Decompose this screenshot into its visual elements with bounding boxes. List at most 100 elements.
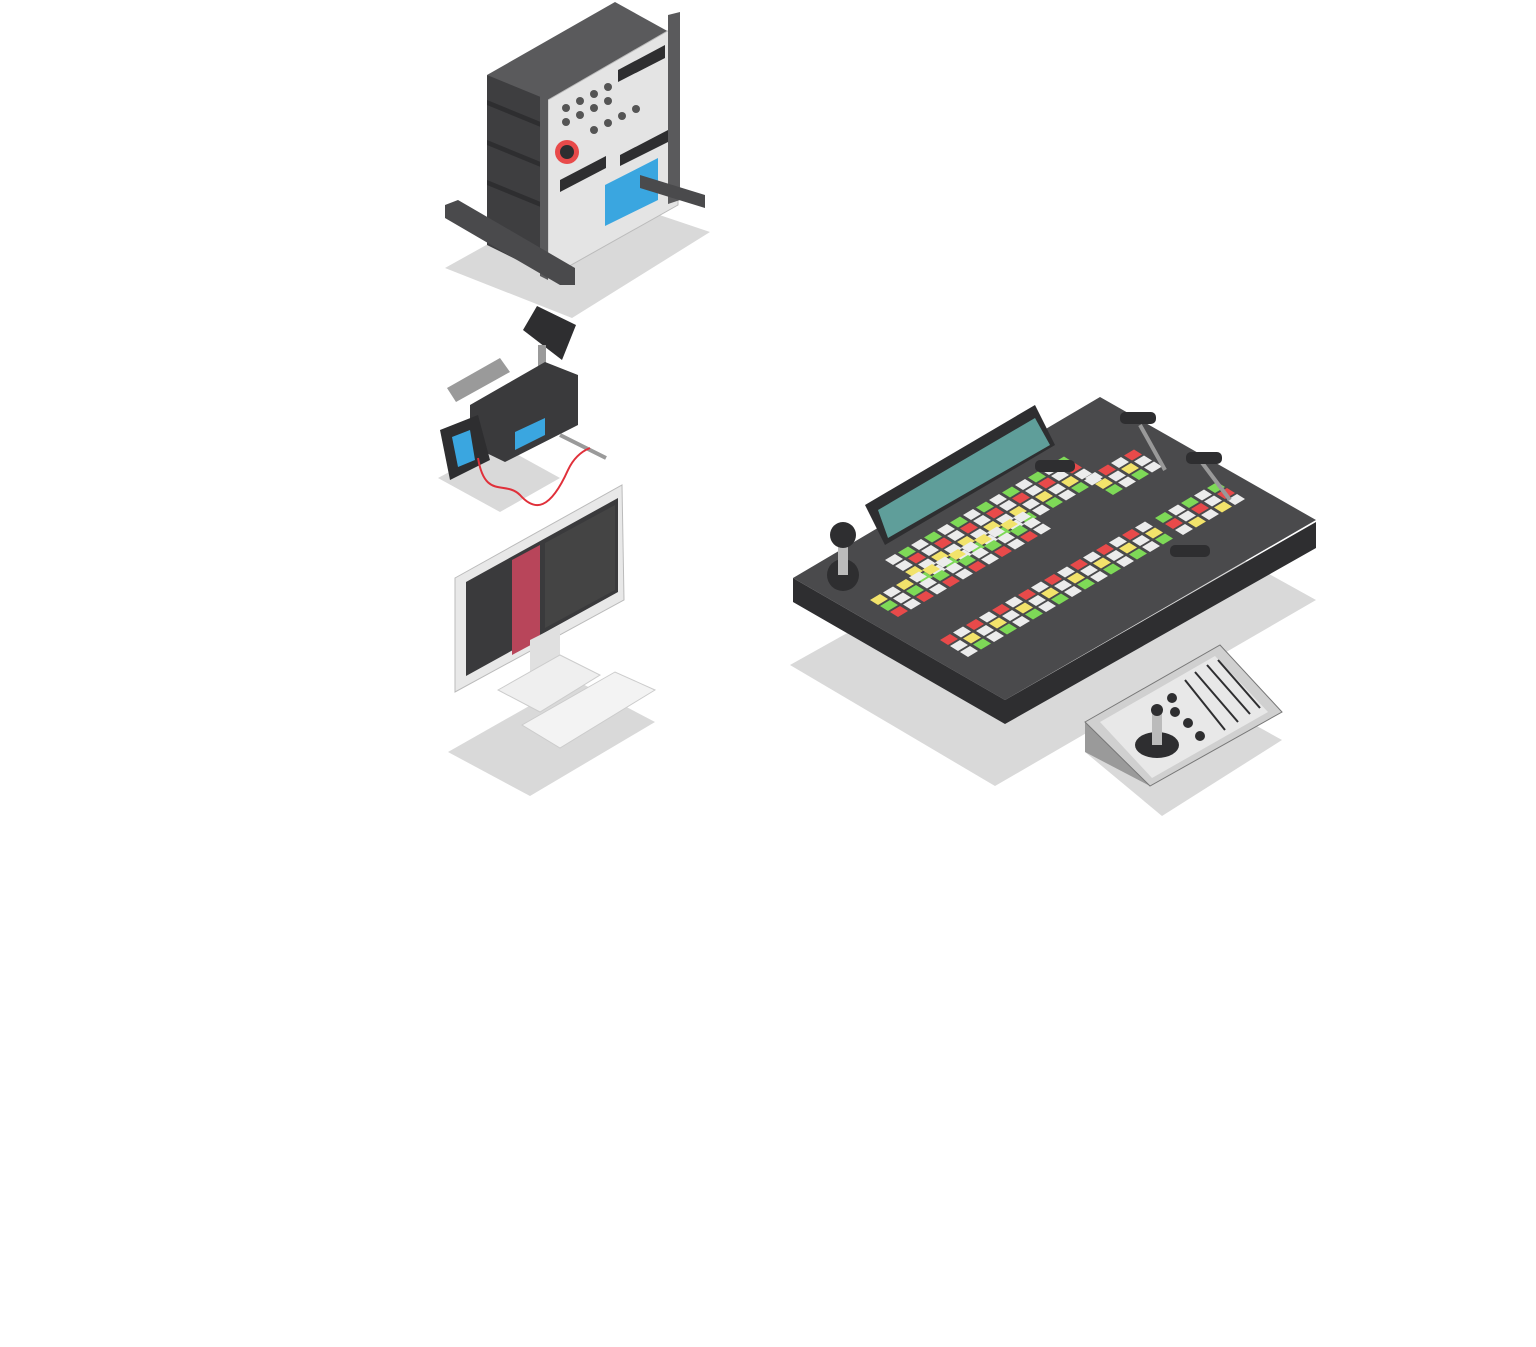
switch-button: [1038, 477, 1056, 489]
switch-button: [1096, 544, 1114, 555]
switch-button: [1201, 509, 1219, 520]
switch-button: [1054, 580, 1072, 591]
switch-button: [1227, 494, 1245, 505]
switch-button: [1048, 483, 1066, 495]
video-switcher-console-icon: [790, 397, 1316, 786]
switch-button: [948, 549, 966, 560]
switch-button: [1032, 504, 1050, 516]
switch-button: [918, 558, 936, 570]
switch-button: [960, 646, 978, 657]
switch-button: [905, 566, 923, 577]
switch-button: [932, 570, 950, 581]
switch-button: [1124, 449, 1142, 461]
switch-button: [1142, 541, 1160, 552]
switch-button: [1175, 524, 1193, 535]
switch-button: [989, 494, 1007, 505]
switch-button: [1194, 489, 1212, 501]
switch-button: [986, 631, 1004, 642]
switch-button: [979, 611, 997, 623]
switch-button: [1051, 593, 1069, 605]
switch-button: [1181, 497, 1199, 508]
switch-button: [870, 594, 888, 605]
switch-button: [1090, 571, 1108, 582]
switch-button: [1012, 492, 1030, 504]
switch-button: [1071, 482, 1089, 493]
switch-button: [1031, 581, 1049, 593]
switch-button: [924, 531, 942, 543]
switch-button: [1045, 497, 1063, 508]
switch-button: [940, 634, 958, 645]
switch-button: [1134, 455, 1152, 467]
switch-button: [999, 623, 1017, 635]
switch-button: [1135, 521, 1153, 533]
switch-button: [989, 617, 1007, 629]
switch-button: [963, 632, 981, 644]
switch-button: [1085, 472, 1103, 483]
switch-button: [963, 509, 981, 520]
switch-button: [916, 591, 934, 602]
switch-button: [955, 568, 973, 580]
video-camera-icon: [438, 306, 607, 512]
switch-button: [919, 577, 937, 589]
switch-button: [1044, 574, 1062, 585]
switch-button: [992, 604, 1010, 615]
switch-button: [1111, 457, 1129, 468]
switch-button: [1013, 511, 1031, 523]
switch-button: [1025, 608, 1043, 620]
switch-button: [1033, 523, 1051, 535]
switch-button: [1070, 559, 1088, 570]
switch-button: [1108, 470, 1126, 482]
switch-button: [1132, 535, 1150, 546]
switch-button: [1155, 533, 1173, 545]
switch-button: [1058, 489, 1076, 501]
switch-button: [883, 586, 901, 598]
switch-button: [1083, 551, 1101, 563]
switch-button: [1103, 563, 1121, 575]
switch-button: [1038, 601, 1056, 612]
switch-button: [890, 606, 908, 617]
switch-button: [1155, 512, 1173, 523]
switch-button: [885, 554, 903, 565]
switch-button: [1144, 461, 1162, 473]
switch-button: [1168, 504, 1186, 516]
switch-button: [1077, 578, 1095, 590]
switch-button: [896, 579, 914, 590]
switch-button: [903, 598, 921, 610]
switch-button: [957, 536, 975, 547]
switch-button: [1007, 538, 1025, 550]
switch-button: [1012, 616, 1030, 627]
switch-button: [999, 500, 1017, 511]
switch-button: [909, 571, 927, 583]
button-grid: [870, 449, 1245, 657]
switch-button: [1105, 484, 1123, 495]
switch-button: [944, 543, 962, 555]
switch-button: [953, 626, 971, 638]
switch-button: [1121, 463, 1139, 474]
switch-button: [921, 545, 939, 556]
switch-button: [911, 539, 929, 550]
switch-button: [1118, 476, 1136, 488]
switch-button: [945, 562, 963, 574]
switch-button: [1064, 586, 1082, 597]
switch-button: [976, 625, 994, 636]
switch-button: [1061, 476, 1079, 487]
switch-button: [1095, 478, 1113, 489]
switch-button: [1116, 556, 1134, 567]
switch-button: [1122, 529, 1140, 540]
switch-button: [961, 541, 979, 553]
computer-monitor-icon: [448, 484, 657, 796]
switch-button: [970, 528, 988, 540]
switch-button: [931, 551, 949, 562]
switch-button: [1028, 595, 1046, 606]
switch-button: [984, 540, 1002, 551]
switch-button: [937, 524, 955, 535]
switch-button: [1067, 572, 1085, 584]
switch-button: [929, 583, 947, 595]
switch-button: [983, 521, 1001, 532]
switch-button: [1178, 510, 1196, 522]
equipment-rack-icon: [445, 2, 710, 318]
switch-button: [1025, 485, 1043, 496]
switch-button: [1204, 495, 1222, 507]
switch-button: [1191, 503, 1209, 514]
switch-button: [1023, 517, 1041, 529]
